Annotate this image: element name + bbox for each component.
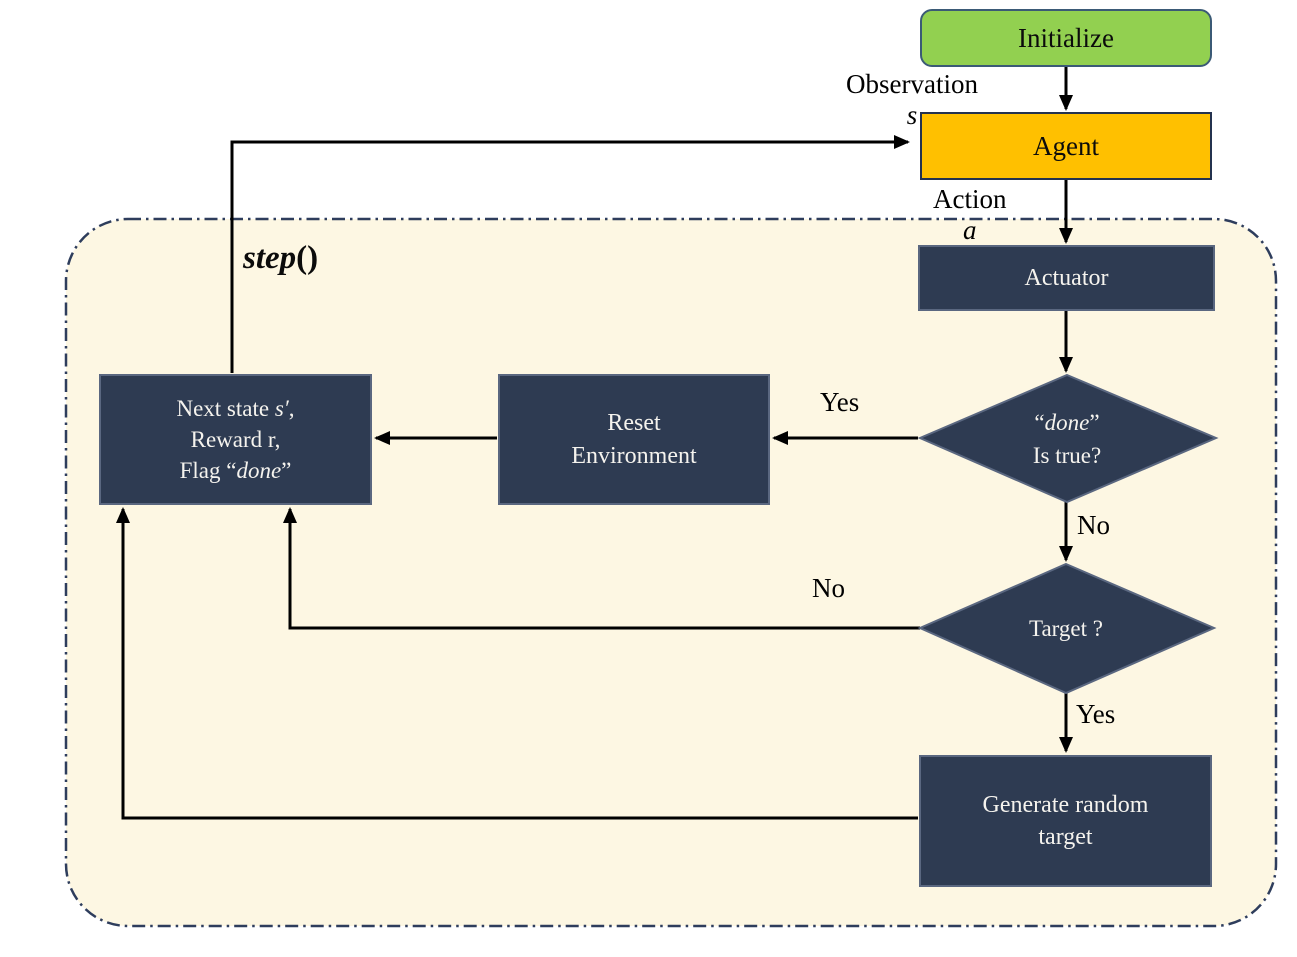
step-function-label: step() — [243, 240, 318, 277]
generate-target-node: Generate random target — [919, 755, 1212, 887]
generate-target-line1: Generate random — [982, 791, 1149, 818]
actuator-label: Actuator — [1024, 264, 1109, 291]
next-state-line1: Next state s′, — [176, 395, 295, 421]
action-edge-label: Action a — [933, 184, 1007, 245]
target-yes-label: Yes — [1076, 699, 1116, 729]
done-no-label: No — [1077, 510, 1110, 540]
done-check-line1: “done” — [1034, 409, 1100, 435]
arrow-target-no-to-next-state — [283, 507, 920, 630]
arrow-next-state-to-agent — [230, 135, 910, 373]
agent-label: Agent — [1033, 130, 1099, 161]
reset-environment-node: Reset Environment — [498, 374, 770, 505]
generate-target-line2: target — [1038, 824, 1093, 850]
next-state-line2: Reward r, — [190, 426, 281, 452]
done-check-line2: Is true? — [1032, 443, 1102, 468]
reset-environment-line1: Reset — [607, 410, 661, 437]
done-yes-label: Yes — [820, 387, 860, 417]
step-function-parens: () — [296, 240, 319, 276]
next-state-line3: Flag “done” — [179, 458, 292, 484]
target-check-diamond — [917, 562, 1217, 695]
target-check-label: Target ? — [1029, 616, 1103, 642]
arrow-generate-to-next-state — [116, 507, 918, 820]
agent-node: Agent — [920, 112, 1212, 180]
initialize-node: Initialize — [920, 9, 1212, 67]
done-check-label: “done” Is true? — [967, 399, 1167, 479]
step-function-name: step — [243, 240, 297, 276]
next-state-node: Next state s′, Reward r, Flag “done” — [99, 374, 372, 505]
reset-environment-line2: Environment — [571, 442, 697, 469]
observation-edge-label: Observation s — [846, 69, 978, 130]
target-no-label: No — [812, 573, 845, 603]
initialize-label: Initialize — [1018, 22, 1114, 53]
actuator-node: Actuator — [918, 245, 1215, 311]
done-check-diamond — [917, 373, 1219, 504]
